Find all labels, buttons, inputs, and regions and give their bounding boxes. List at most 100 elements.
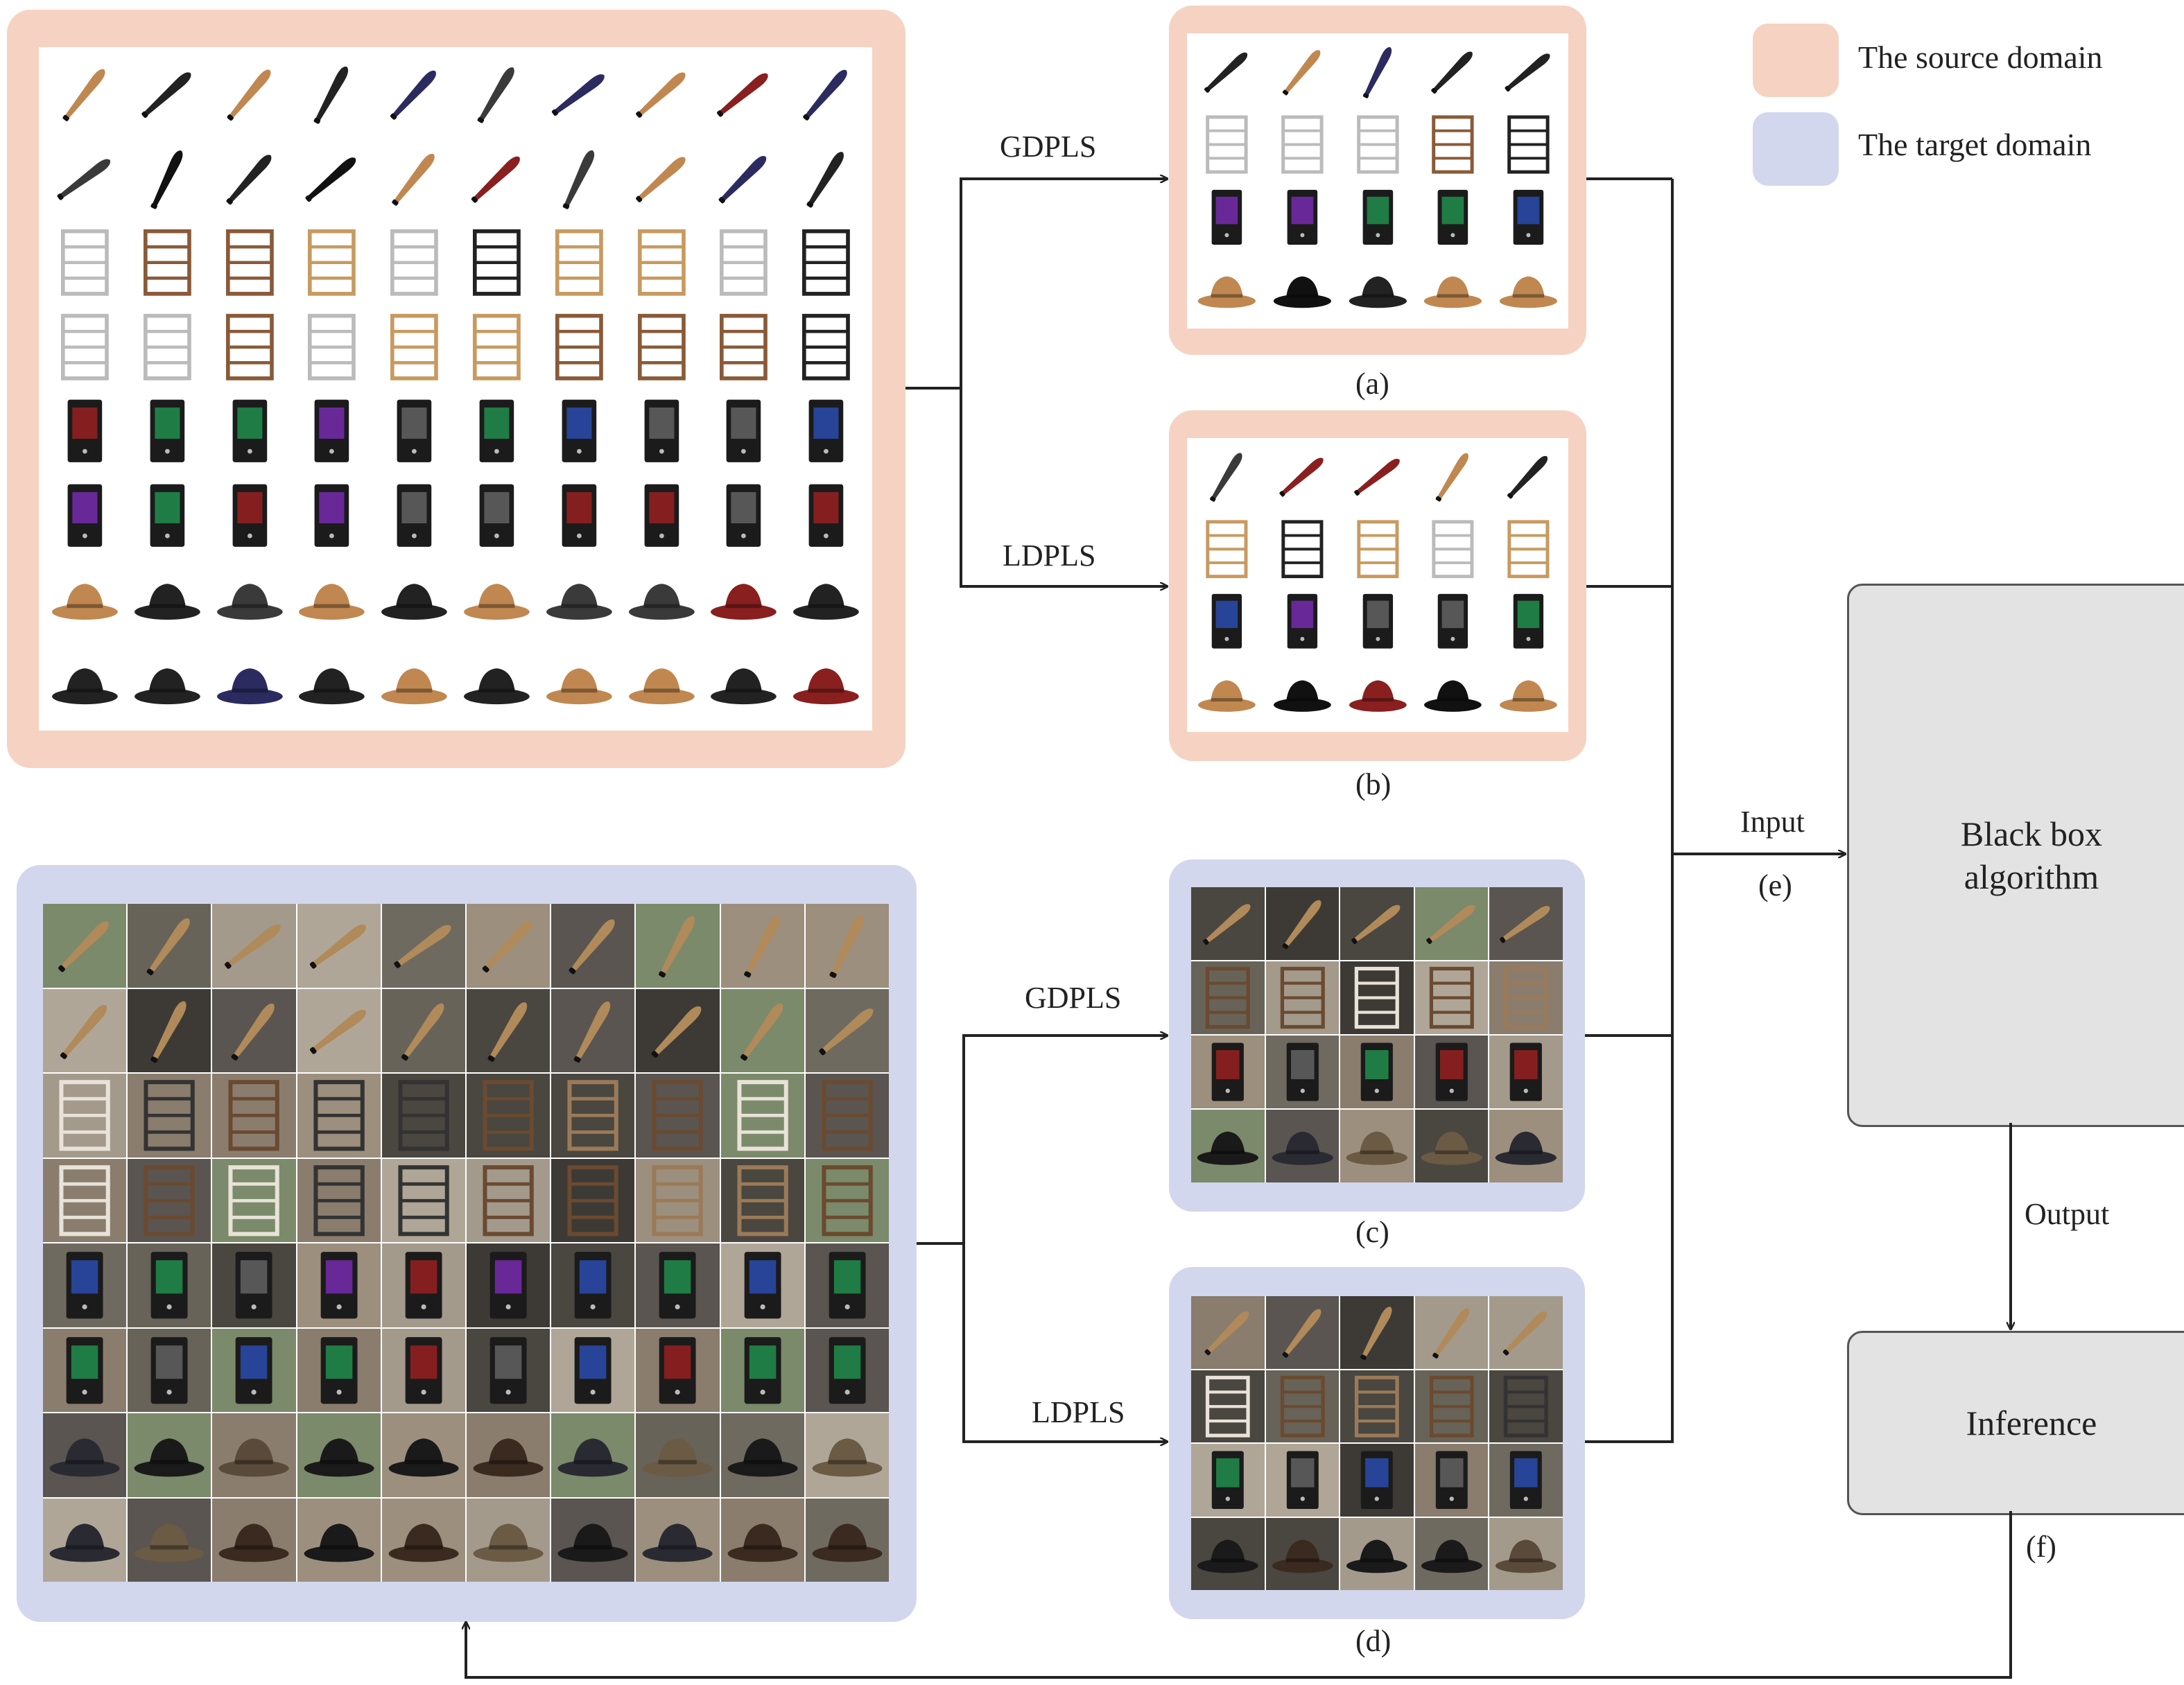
thumbnail-baseball-bat (539, 138, 618, 218)
thumbnail-bookshelf (1265, 961, 1340, 1034)
bat-icon (1353, 458, 1400, 496)
thumbnail-bookshelf (375, 222, 453, 303)
source-image-grid (46, 54, 865, 724)
pc-icon (236, 1336, 272, 1404)
thumbnail-hat (375, 559, 453, 640)
bat-icon (651, 1006, 702, 1058)
thumbnail-bookshelf (636, 1074, 720, 1158)
black-box-algorithm: Black box algorithm (1847, 584, 2184, 1127)
pc-icon (489, 1336, 527, 1404)
thumbnail-computer-tower (46, 391, 124, 471)
thumbnail-hat (551, 1498, 635, 1582)
bat-icon (309, 924, 366, 969)
thumbnail-computer-tower (805, 1328, 889, 1412)
thumbnail-baseball-bat (805, 904, 889, 988)
thumbnail-bookshelf (1265, 1370, 1340, 1442)
hat-icon (1500, 680, 1557, 712)
thumbnail-computer-tower (622, 391, 701, 471)
thumbnail-computer-tower (128, 1243, 211, 1327)
thumbnail-baseball-bat (381, 904, 465, 988)
thumbnail-hat (1191, 659, 1263, 728)
pc-icon (66, 1336, 103, 1404)
thumbnail-computer-tower (1266, 587, 1338, 656)
thumbnail-computer-tower (458, 391, 536, 471)
hat-icon (388, 1438, 459, 1477)
hat-icon (1349, 276, 1407, 308)
thumbnail-hat (210, 559, 289, 640)
thumbnail-baseball-bat (128, 54, 207, 134)
hat-icon (473, 1438, 544, 1477)
hat-icon (134, 1438, 205, 1477)
bat-icon (740, 1003, 783, 1060)
bat-icon (1210, 453, 1242, 502)
bat-icon (573, 1001, 611, 1063)
bat-icon (146, 918, 190, 976)
thumbnail-baseball-bat (551, 904, 635, 988)
shelf-icon (1354, 966, 1400, 1029)
thumbnail-baseball-bat (704, 54, 783, 134)
thumbnail-hat (297, 1498, 381, 1582)
hat-icon (1500, 276, 1558, 308)
thumbnail-hat (1340, 1110, 1414, 1182)
bat-icon (718, 155, 767, 203)
thumbnail-baseball-bat (43, 988, 127, 1072)
thumbnail-bookshelf (551, 1158, 635, 1242)
hat-icon (304, 1438, 374, 1477)
thumbnail-hat (210, 643, 289, 724)
shelf-icon (228, 1164, 280, 1236)
bat-icon (390, 70, 437, 120)
thumbnail-computer-tower (1191, 587, 1263, 656)
bat-icon (394, 925, 451, 968)
shelf-icon (143, 229, 191, 296)
gdpls-target-label: GDPLS (1025, 981, 1122, 1015)
thumbnail-hat (212, 1498, 296, 1582)
thumbnail-hat (43, 1413, 127, 1497)
thumbnail-bookshelf (128, 306, 207, 387)
hat-icon (49, 1438, 120, 1477)
hat-icon (49, 1523, 120, 1562)
hat-icon (1197, 1539, 1258, 1573)
gdpls-source-label: GDPLS (1000, 130, 1097, 164)
thumbnail-hat (1493, 256, 1564, 324)
thumbnail-bookshelf (636, 1158, 720, 1242)
thumbnail-baseball-bat (622, 138, 701, 218)
thumbnail-bookshelf (539, 222, 618, 303)
thumbnail-baseball-bat (212, 904, 296, 988)
thumbnail-computer-tower (1191, 1444, 1265, 1517)
shelf-icon (398, 1164, 449, 1236)
thumbnail-bookshelf (787, 222, 865, 303)
hat-icon (727, 1523, 798, 1562)
shelf-icon (1429, 966, 1474, 1029)
thumbnail-baseball-bat (787, 138, 865, 218)
thumbnail-hat (375, 643, 453, 724)
hat-icon (299, 584, 365, 620)
thumbnail-computer-tower (1266, 183, 1338, 252)
shelf-icon (1206, 519, 1248, 578)
shelf-icon (555, 229, 603, 296)
thumbnail-computer-tower (293, 475, 372, 555)
shelf-icon (567, 1080, 618, 1151)
source-domain-panel (7, 10, 905, 768)
hat-icon (557, 1438, 628, 1477)
thumbnail-hat (1489, 1517, 1563, 1590)
thumbnail-bookshelf (293, 222, 372, 303)
bat-icon (803, 69, 847, 121)
thumbnail-baseball-bat (1417, 442, 1489, 511)
pc-icon (1211, 593, 1242, 649)
thumbnail-bookshelf (1342, 514, 1414, 583)
thumbnail-baseball-bat (1414, 887, 1489, 960)
thumbnail-computer-tower (381, 1243, 465, 1327)
thumbnail-bookshelf (293, 306, 372, 387)
bat-icon (635, 157, 686, 202)
shelf-icon (1281, 519, 1324, 578)
thumbnail-baseball-bat (297, 988, 381, 1072)
pc-icon (726, 399, 761, 462)
thumbnail-bookshelf (43, 1158, 127, 1242)
hat-icon (1346, 1131, 1408, 1165)
hat-icon (464, 584, 530, 620)
hat-icon (727, 1438, 798, 1477)
pc-icon (744, 1336, 781, 1404)
bat-icon (62, 69, 105, 121)
legend-source-swatch (1753, 24, 1839, 97)
shelf-icon (1281, 115, 1324, 174)
